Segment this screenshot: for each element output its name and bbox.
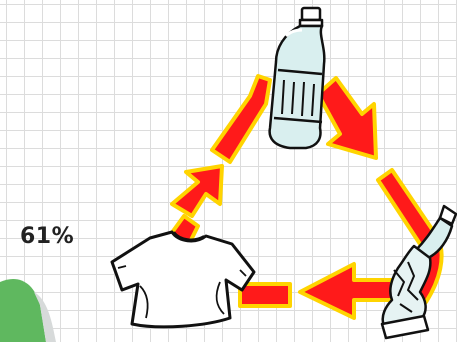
progress-label: 61% — [20, 224, 75, 249]
arrow-crushed-to-shirt — [238, 262, 394, 320]
arrow-shirt-to-bottle — [166, 74, 272, 252]
green-decoration — [0, 278, 46, 342]
crushed-bottle-icon — [380, 204, 457, 340]
t-shirt-icon — [110, 230, 256, 329]
green-decoration-shadow — [34, 292, 56, 342]
plastic-bottle-icon — [268, 6, 326, 150]
